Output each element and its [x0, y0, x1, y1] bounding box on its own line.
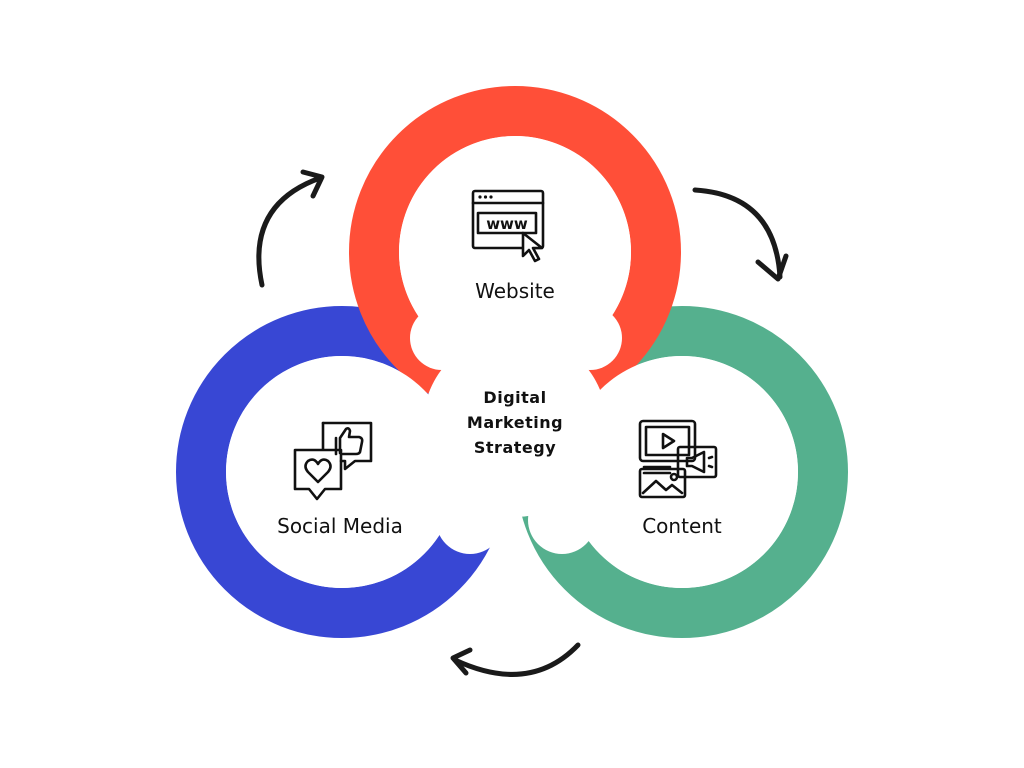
chat-heart-thumbs-up-icon: [293, 421, 373, 501]
www-browser-cursor-icon: www: [471, 189, 545, 263]
website-ring-inner: [399, 136, 631, 368]
arrow-content-to-social: [450, 642, 581, 677]
content-label: Content: [642, 514, 722, 538]
center-label-line-1: Digital: [483, 388, 546, 407]
arrow-social-to-website: [256, 169, 325, 288]
content-ring-inner: [566, 356, 798, 588]
website-label: Website: [475, 279, 555, 303]
center-blob: [410, 306, 622, 554]
social-media-label: Social Media: [277, 514, 403, 538]
center-label-line-2: Marketing: [467, 413, 563, 432]
center-label-line-3: Strategy: [474, 438, 556, 457]
arrow-website-to-content: [692, 187, 789, 282]
video-megaphone-image-icon: [638, 419, 718, 499]
www-icon-text: www: [486, 215, 528, 233]
